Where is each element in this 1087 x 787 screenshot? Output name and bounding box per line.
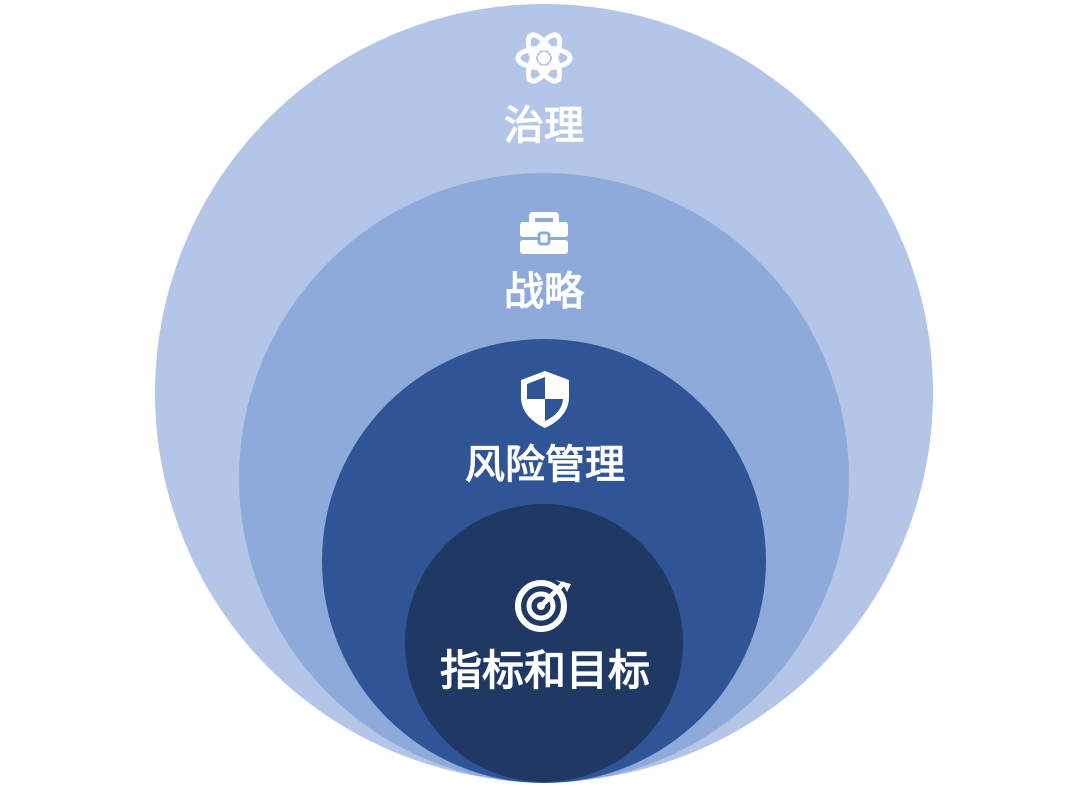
label-metrics-targets: 指标和目标 bbox=[440, 646, 650, 695]
atom-icon bbox=[515, 32, 573, 84]
layer-metrics-targets: 指标和目标 bbox=[405, 504, 683, 782]
label-strategy: 战略 bbox=[504, 269, 585, 315]
label-risk-management: 风险管理 bbox=[465, 442, 625, 488]
circle-metrics-targets bbox=[405, 504, 683, 782]
target-icon bbox=[515, 580, 571, 632]
shield-icon bbox=[521, 371, 569, 428]
label-governance: 治理 bbox=[504, 103, 584, 149]
briefcase-icon bbox=[520, 212, 568, 254]
